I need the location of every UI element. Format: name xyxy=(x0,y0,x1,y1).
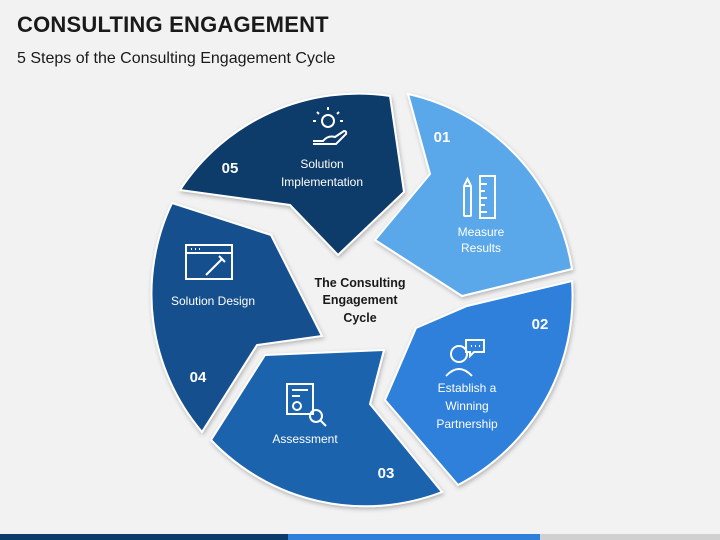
page-subtitle: 5 Steps of the Consulting Engagement Cyc… xyxy=(17,50,336,67)
step-05-segment[interactable]: 05 Solution Implementation xyxy=(178,92,406,257)
step-03-label-line1: Assessment xyxy=(272,432,338,446)
step-05-number: 05 xyxy=(222,160,239,177)
step-02-label-line1: Establish a xyxy=(438,381,497,395)
ruler-pencil-icon xyxy=(463,175,496,219)
center-line2: Engagement xyxy=(322,293,398,307)
step-05-shape xyxy=(178,92,406,257)
center-line1: The Consulting xyxy=(315,276,406,290)
page-title: CONSULTING ENGAGEMENT xyxy=(17,12,329,37)
center-line3: Cycle xyxy=(343,311,376,325)
bottom-bar-segment-light xyxy=(540,534,720,540)
step-01-number: 01 xyxy=(434,129,451,146)
bottom-bar-segment-mid xyxy=(288,534,540,540)
step-01-label-line2: Results xyxy=(461,241,501,255)
step-04-segment[interactable]: 04 Solution Design xyxy=(150,201,324,434)
design-window-icon xyxy=(185,244,233,280)
step-04-number: 04 xyxy=(190,369,207,386)
step-03-shape xyxy=(209,348,444,508)
step-05-label-line2: Implementation xyxy=(281,175,363,189)
idea-hand-icon xyxy=(313,107,348,145)
step-02-label-line2: Winning xyxy=(445,399,488,413)
bottom-bar-segment-dark xyxy=(0,534,288,540)
step-02-segment[interactable]: 02 Establish a Winning Partnership xyxy=(383,279,574,487)
step-02-number: 02 xyxy=(532,316,549,333)
step-04-label-line1: Solution Design xyxy=(171,294,255,308)
person-chat-icon xyxy=(445,339,485,377)
step-04-shape xyxy=(150,201,324,434)
step-01-shape xyxy=(373,92,574,298)
step-02-label-line3: Partnership xyxy=(436,417,498,431)
step-03-segment[interactable]: 03 Assessment xyxy=(209,348,444,508)
step-01-segment[interactable]: 01 Measure Results xyxy=(373,92,574,298)
step-01-label-line1: Measure xyxy=(458,225,505,239)
center-label: The Consulting Engagement Cycle xyxy=(315,276,406,325)
step-03-number: 03 xyxy=(378,465,395,482)
bottom-accent-bar xyxy=(0,534,720,540)
step-02-shape xyxy=(383,279,574,487)
step-05-label-line1: Solution xyxy=(300,157,343,171)
report-magnifier-icon xyxy=(286,383,327,427)
